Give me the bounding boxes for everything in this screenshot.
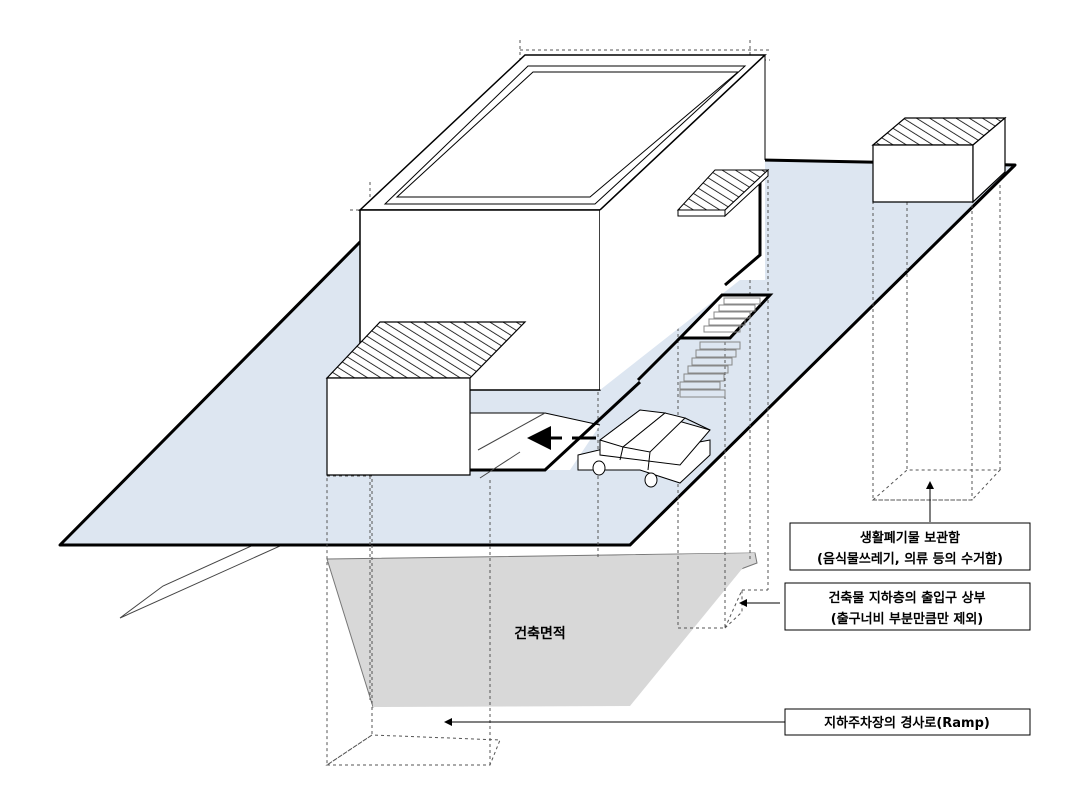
callout-arrows (444, 481, 934, 726)
building-area-label: 건축면적 (514, 625, 566, 642)
stairs (636, 293, 774, 398)
waste-box-title: 생활폐기물 보관함 (860, 530, 960, 546)
entrance-subtitle: (출구너비 부분만큼만 제외) (831, 611, 984, 627)
entrance-canopy (676, 168, 770, 218)
ramp-canopy (325, 321, 527, 476)
ramp-label: 지하주차장의 경사로(Ramp) (824, 715, 990, 731)
ramp-callout: 지하주차장의 경사로(Ramp) (784, 708, 1031, 736)
entrance-title: 건축물 지하층의 출입구 상부 (828, 590, 985, 606)
waste-box-subtitle: (음식물쓰레기, 의류 등의 수거함) (817, 551, 1003, 567)
waste-storage-box (871, 116, 1007, 204)
waste-box-callout: 생활폐기물 보관함 (음식물쓰레기, 의류 등의 수거함) (789, 522, 1031, 571)
car (577, 409, 711, 488)
entrance-callout: 건축물 지하층의 출입구 상부 (출구너비 부분만큼만 제외) (784, 582, 1031, 631)
